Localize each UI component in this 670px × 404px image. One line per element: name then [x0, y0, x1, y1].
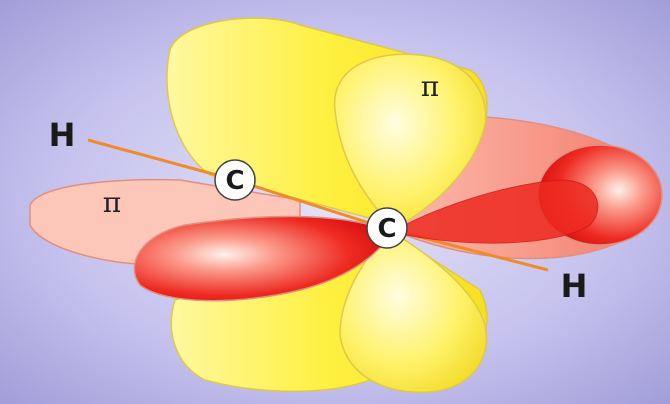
- c-c-bond: [234, 178, 386, 230]
- carbon-atom-left: C: [214, 159, 256, 201]
- pi-orbital-red-right-front: [390, 179, 599, 244]
- pi-orbital-red-left-front: [133, 215, 394, 302]
- carbon-label-left: C: [225, 166, 244, 196]
- h-c-bond-left: [87, 138, 236, 182]
- pi-orbital-yellow-lower: [170, 231, 488, 394]
- hydrogen-label-right: H: [561, 267, 588, 305]
- carbon-label-right: C: [377, 214, 396, 244]
- pi-label-left: π: [103, 186, 121, 219]
- hydrogen-label-left: H: [49, 116, 76, 154]
- carbon-atom-right: C: [366, 207, 408, 249]
- pi-label-top: π: [421, 70, 439, 103]
